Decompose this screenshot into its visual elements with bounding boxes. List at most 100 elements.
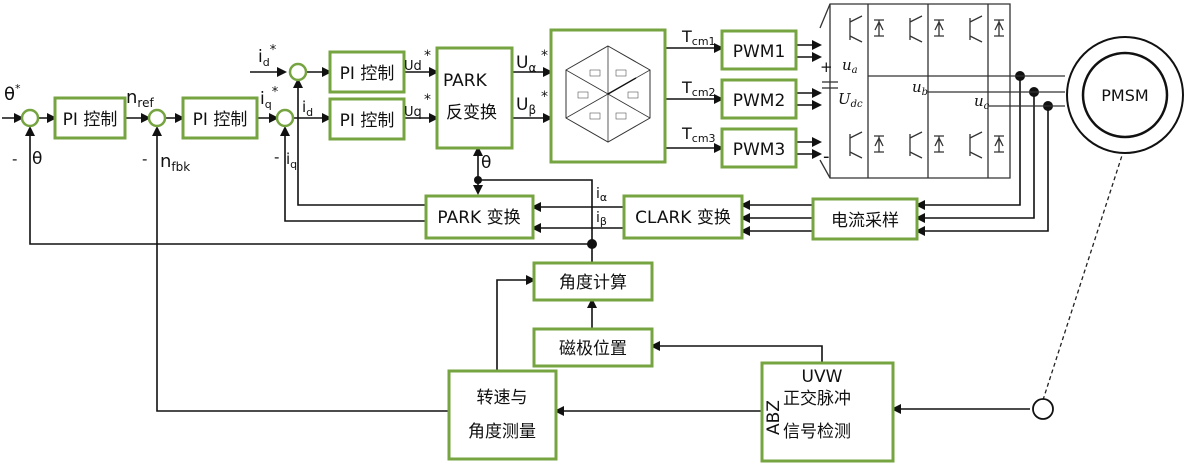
ud-star: * xyxy=(424,48,431,64)
sum-junction-angle xyxy=(20,108,40,128)
nref-sub: ref xyxy=(137,96,154,110)
dc-plus-label: + xyxy=(820,58,833,76)
uvw-label: UVW xyxy=(802,367,843,387)
signal-labels: θ* - θ nref - nfbk id* iq* id - iq Ud * … xyxy=(4,27,990,228)
detect-label-2: 信号检测 xyxy=(783,422,851,442)
park-label: PARK 变换 xyxy=(437,208,520,228)
pwm3-label: PWM3 xyxy=(733,140,786,160)
pwm1-label: PWM1 xyxy=(733,42,786,62)
iq-feedback-label: i xyxy=(286,150,290,168)
iq-ref-sub: q xyxy=(265,98,272,111)
dc-minus-label: - xyxy=(823,146,830,167)
speed-angle-measure-block xyxy=(447,369,558,461)
uc-sub: c xyxy=(984,101,990,112)
svg-text:iq: iq xyxy=(286,150,297,171)
id-feedback-label: i xyxy=(302,98,306,116)
pi-block-id xyxy=(328,50,406,94)
park-inverse-block xyxy=(435,46,514,150)
pwm2-block xyxy=(720,78,798,120)
ialpha-sub: α xyxy=(600,191,607,204)
svg-text:iα: iα xyxy=(596,186,607,204)
svg-text:θ*: θ* xyxy=(4,82,21,105)
tcm3-label: T xyxy=(681,124,692,143)
abz-label: ABZ xyxy=(764,400,784,435)
iq-ref-star: * xyxy=(272,85,279,100)
pmsm-label: PMSM xyxy=(1101,86,1148,105)
pwm1-block xyxy=(720,29,798,71)
sum-junction-iq xyxy=(275,108,295,128)
ub-sub: b xyxy=(922,87,928,98)
svg-text:Udc: Udc xyxy=(838,90,863,110)
uq-star: * xyxy=(424,92,431,108)
tcm1-label: T xyxy=(681,27,692,46)
minus-sign-2: - xyxy=(142,150,147,168)
clark-label: CLARK 变换 xyxy=(635,208,731,228)
iq-feedback-sub: q xyxy=(290,158,297,171)
sum-junction-id xyxy=(288,62,308,82)
svg-text:ua: ua xyxy=(842,56,858,76)
nref-label: n xyxy=(126,87,137,108)
svpwm-hexagon-figure xyxy=(549,28,667,164)
park-inverse-label-2: 反变换 xyxy=(446,103,497,123)
magnetic-position-block xyxy=(532,327,654,368)
pi-block-iq-label: PI 控制 xyxy=(340,111,395,131)
theta-ref-star: * xyxy=(15,82,21,95)
id-ref-star: * xyxy=(270,43,277,58)
sum-junction-speed xyxy=(147,108,167,128)
pi-block-iq xyxy=(328,97,406,141)
svg-text:ub: ub xyxy=(912,78,928,98)
ua-sub: a xyxy=(852,65,858,76)
ubeta-label: U xyxy=(516,95,528,115)
ibeta-sub: β xyxy=(600,215,607,228)
svg-text:uc: uc xyxy=(974,92,990,112)
tcm2-sub: cm2 xyxy=(692,86,716,99)
ubeta-sub: β xyxy=(528,103,536,117)
svg-text:id*: id* xyxy=(258,43,277,69)
minus-sign-1: - xyxy=(12,150,17,168)
pi-block-angle xyxy=(53,96,127,140)
svg-text:id: id xyxy=(302,98,313,119)
ibeta-label: i xyxy=(596,210,600,226)
udc-sub: dc xyxy=(851,99,863,110)
svg-text:iq*: iq* xyxy=(260,85,279,111)
ub-label: u xyxy=(912,78,922,96)
ualpha-star: * xyxy=(541,48,548,64)
encoder-icon xyxy=(1032,398,1054,420)
current-sampling-block xyxy=(811,197,919,241)
nfbk-label: n xyxy=(160,151,171,172)
iq-ref-label: i xyxy=(260,89,265,109)
ud-label: Ud xyxy=(404,59,422,74)
uc-label: u xyxy=(974,92,984,110)
uq-label: Uq xyxy=(404,105,422,120)
tcm3-sub: cm3 xyxy=(692,132,716,145)
speed-angle-label-2: 角度测量 xyxy=(468,422,536,442)
speed-angle-label-1: 转速与 xyxy=(477,388,528,408)
angle-calc-block xyxy=(532,261,654,302)
ua-label: u xyxy=(842,56,852,74)
pulse-detect-block xyxy=(760,361,895,463)
park-block xyxy=(424,194,535,240)
ualpha-sub: α xyxy=(528,61,536,75)
theta-ref-label: θ xyxy=(4,84,15,105)
signal-lines xyxy=(2,40,1128,416)
detect-label-1: 正交脉冲 xyxy=(783,389,851,409)
udc-label: U xyxy=(838,90,852,108)
svg-text:Uβ: Uβ xyxy=(516,95,536,117)
pwm2-label: PWM2 xyxy=(733,91,786,111)
ubeta-star: * xyxy=(541,89,548,105)
tcm1-sub: cm1 xyxy=(692,35,716,48)
svg-text:iβ: iβ xyxy=(596,210,607,228)
id-feedback-sub: d xyxy=(306,106,313,119)
id-ref-label: i xyxy=(258,47,263,67)
park-inverse-label-1: PARK xyxy=(443,71,488,91)
theta-feedback-label: θ xyxy=(32,149,42,169)
theta-park-label: θ xyxy=(481,153,491,173)
tcm2-label: T xyxy=(681,78,692,97)
svg-text:nref: nref xyxy=(126,87,154,110)
nfbk-sub: fbk xyxy=(171,160,190,174)
magnetic-position-label: 磁极位置 xyxy=(559,339,627,359)
svg-text:Tcm2: Tcm2 xyxy=(681,78,716,99)
minus-sign-3: - xyxy=(274,148,279,166)
svg-text:Tcm1: Tcm1 xyxy=(681,27,716,48)
